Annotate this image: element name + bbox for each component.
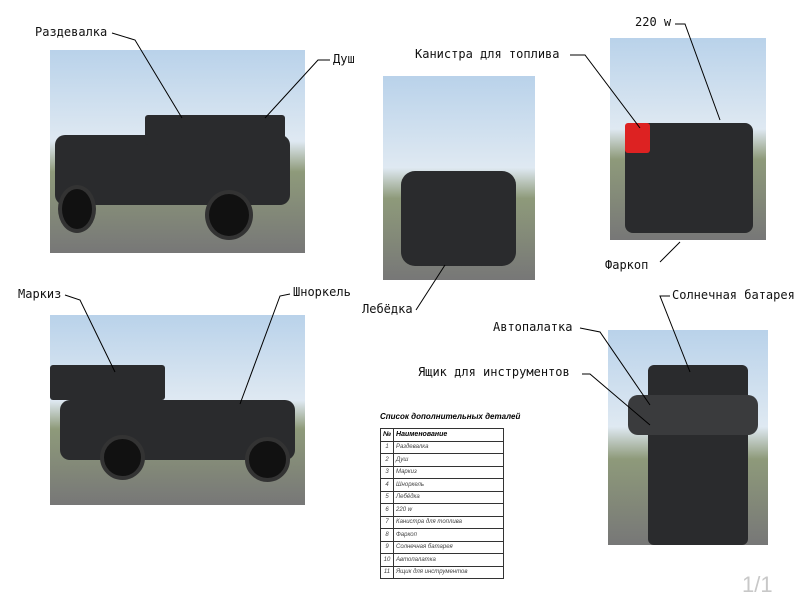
cell-name: Ящик для инструментов xyxy=(393,565,504,579)
cell-name: Автопалатка xyxy=(393,553,504,567)
label-roof-tent: Автопалатка xyxy=(493,320,573,334)
cell-name: Канистра для топлива xyxy=(393,515,504,529)
cell-number: 1 xyxy=(379,440,395,454)
photo-rear xyxy=(610,38,766,240)
cell-number: 6 xyxy=(379,503,395,517)
label-changing-room: Раздевалка xyxy=(35,25,108,39)
cell-number: 5 xyxy=(379,490,395,504)
cell-number: 10 xyxy=(379,553,395,567)
header-number: № xyxy=(379,428,395,442)
cell-number: 9 xyxy=(379,540,395,554)
cell-name: Маркиз xyxy=(393,465,504,479)
photo-side-awning xyxy=(50,315,305,505)
label-awning: Маркиз xyxy=(18,287,62,301)
label-snorkel: Шноркель xyxy=(293,285,351,299)
photo-side-left xyxy=(50,50,305,253)
cell-name: Шноркель xyxy=(393,478,504,492)
label-shower: Душ xyxy=(333,52,355,66)
label-220w: 220 w xyxy=(635,15,672,29)
cell-name: Душ xyxy=(393,453,504,467)
cell-name: Солнечная батарея xyxy=(393,540,504,554)
photo-front xyxy=(383,76,535,280)
cell-number: 7 xyxy=(379,515,395,529)
label-tool-box: Ящик для инструментов xyxy=(418,365,570,379)
cell-number: 11 xyxy=(379,565,395,579)
cell-number: 4 xyxy=(379,478,395,492)
page-number: 1/1 xyxy=(742,572,773,597)
cell-number: 8 xyxy=(379,528,395,542)
label-winch: Лебёдка xyxy=(362,302,413,316)
cell-name: Лебёдка xyxy=(393,490,504,504)
label-fuel-canister: Канистра для топлива xyxy=(415,47,560,61)
cell-name: Фаркоп xyxy=(393,528,504,542)
cell-number: 3 xyxy=(379,465,395,479)
label-towbar: Фаркоп xyxy=(605,258,649,272)
photo-roof-top xyxy=(608,330,768,545)
cell-name: Раздевалка xyxy=(393,440,504,454)
cell-number: 2 xyxy=(379,453,395,467)
table-title: Список дополнительных деталей xyxy=(380,412,521,421)
cell-name: 220 w xyxy=(393,503,504,517)
header-name: Наименование xyxy=(393,428,504,442)
label-solar-panel: Солнечная батарея xyxy=(672,288,795,302)
